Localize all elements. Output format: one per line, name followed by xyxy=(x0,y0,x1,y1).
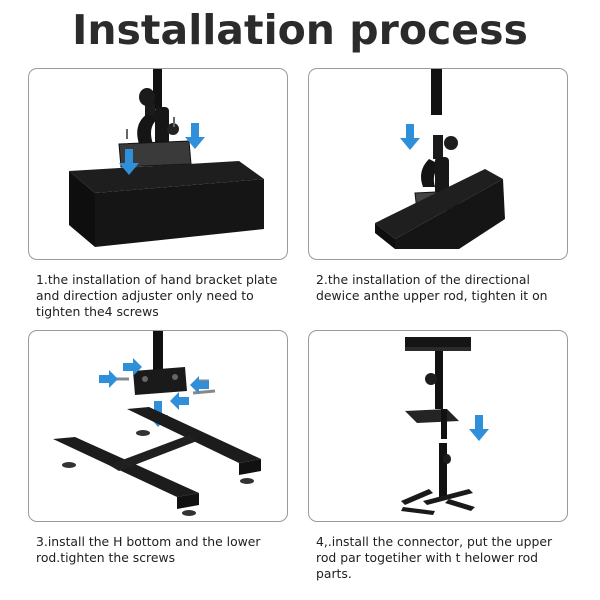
caption-line: 3.install the H bottom and the lower xyxy=(36,534,261,549)
caption-line: 4,.install the connector, put the upper xyxy=(316,534,553,549)
step-1-caption: 1.the installation of hand bracket plate… xyxy=(36,272,304,320)
step-1-illustration xyxy=(28,68,288,260)
step-2-illustration xyxy=(308,68,568,260)
caption-line: parts. xyxy=(316,566,352,581)
caption-line: dewice anthe upper rod, tighten it on xyxy=(316,288,548,303)
step-3-caption: 3.install the H bottom and the lower rod… xyxy=(36,534,304,566)
caption-line: rod.tighten the screws xyxy=(36,550,176,565)
caption-line: rod par togetiher with t helower rod xyxy=(316,550,539,565)
step-4-caption: 4,.install the connector, put the upper … xyxy=(316,534,584,582)
directional-device-drawing xyxy=(375,69,505,249)
caption-line: 1.the installation of hand bracket plate xyxy=(36,272,278,287)
caption-line: tighten the4 screws xyxy=(36,304,159,319)
full-stand-drawing xyxy=(401,337,489,515)
step-3-illustration xyxy=(28,330,288,522)
page-title: Installation process xyxy=(72,6,528,54)
h-bottom-drawing xyxy=(53,331,261,516)
caption-line: 2.the installation of the directional xyxy=(316,272,530,287)
step-2-caption: 2.the installation of the directional de… xyxy=(316,272,584,304)
base-plate-bracket-drawing xyxy=(69,69,264,247)
caption-line: and direction adjuster only need to xyxy=(36,288,254,303)
step-4-illustration xyxy=(308,330,568,522)
